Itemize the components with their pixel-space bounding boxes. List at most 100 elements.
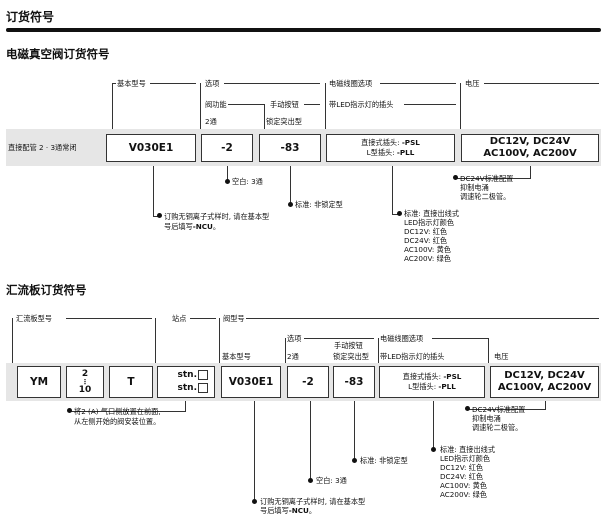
s1-coil-code1: -PSL xyxy=(401,138,420,147)
s2-note-blank: 空白: 3通 xyxy=(316,476,347,485)
s1-dot-opt xyxy=(225,179,230,184)
s2-note-led1: 标准: 直接出线式 xyxy=(440,445,496,454)
s2-label-2way: 2通 xyxy=(287,352,299,361)
s2-note-two1: 将2 (A) 气口侧放置在前面, xyxy=(74,407,161,416)
s1-label-2way: 2通 xyxy=(205,117,217,126)
s1-note-dc1: DC24V标准配置 xyxy=(460,174,514,183)
s1-row-label: 直接配管 2 · 3通常闭 xyxy=(8,143,77,152)
s2-leader-stn xyxy=(185,401,186,411)
s2-dot-opt xyxy=(308,478,313,483)
s1-bracket-manual xyxy=(264,104,265,129)
s2-box-voltage: DC12V, DC24V AC100V, AC200V xyxy=(490,366,599,398)
s1-ncu-c: 。 xyxy=(212,222,221,231)
section1-title: 电磁真空阀订货符号 xyxy=(6,47,110,61)
s2-dot-manual xyxy=(352,458,357,463)
s2-label-basic: 基本型号 xyxy=(222,352,251,361)
s2-leader-manual xyxy=(354,401,355,460)
s1-note-dc2: 抑制电涌 xyxy=(460,183,489,192)
s2-note-led5: AC100V: 黄色 xyxy=(440,481,487,490)
s2-note-led4: DC24V: 红色 xyxy=(440,472,484,481)
s2-bracket-opt xyxy=(285,338,286,363)
s2-leader-opt xyxy=(310,401,311,480)
s2-label-manifold: 汇流板型号 xyxy=(16,314,52,323)
s1-note-dc3: 调速轮二极管。 xyxy=(460,192,511,201)
s1-dot-volt xyxy=(453,175,458,180)
s1-bracket-opt-left xyxy=(200,83,201,129)
s1-line-opt xyxy=(224,83,320,84)
s2-coil-line1: 直接式插头: xyxy=(402,372,444,381)
s1-box-model: V030E1 xyxy=(106,134,196,162)
s2-box-stn: stn. stn. xyxy=(157,366,215,398)
s2-note-dc2: 抑制电涌 xyxy=(472,414,501,423)
s2-dot-coil xyxy=(431,447,436,452)
s1-leader-volt-h xyxy=(456,178,531,179)
s1-note-led3: DC12V: 红色 xyxy=(404,227,448,236)
s2-note-ncu2: 号后填写-NCU。 xyxy=(260,506,316,515)
s2-label-valvemodel: 阀型号 xyxy=(223,314,245,323)
s2-box-t: T xyxy=(109,366,153,398)
s1-label-manual: 手动按钮 xyxy=(270,100,299,109)
s2-coil-line2: L型插头: xyxy=(408,382,439,391)
s2-note-led2: LED指示灯颜色 xyxy=(440,454,491,463)
s1-leader-coil-h xyxy=(392,214,398,215)
s1-ncu-b: -NCU xyxy=(192,222,213,231)
s1-dot-manual xyxy=(288,202,293,207)
s2-stn-checkbox1[interactable] xyxy=(198,369,208,380)
s2-label-voltage: 电压 xyxy=(494,352,509,361)
s1-ncu-a: 号后填写 xyxy=(164,222,193,231)
s1-label-voltage: 电压 xyxy=(465,79,480,88)
s1-leader-coil xyxy=(392,166,393,214)
s2-label-manual1: 手动按钮 xyxy=(334,341,363,350)
s1-line-func xyxy=(228,104,264,105)
s2-stn-line2: stn. xyxy=(178,382,208,395)
s1-box-manual: -83 xyxy=(259,134,321,162)
s2-box-stations: 2 ⋮ 10 xyxy=(66,366,104,398)
s2-ncu-a: 号后填写 xyxy=(260,506,289,515)
page-title: 订货符号 xyxy=(6,10,55,24)
s2-bracket-coil xyxy=(378,338,379,363)
s2-stations-max: 10 xyxy=(78,384,92,395)
s1-line-coil xyxy=(380,83,456,84)
s2-box-option: -2 xyxy=(287,366,329,398)
s2-leader-volt-h xyxy=(468,409,546,410)
s2-note-std: 标准: 非锁定型 xyxy=(360,456,408,465)
s1-label-lock: 锁定突出型 xyxy=(266,117,302,126)
s2-label-station: 站点 xyxy=(172,314,187,323)
s2-line-opt xyxy=(304,338,374,339)
s1-leader-manual xyxy=(290,166,291,204)
s1-volt-line2: AC100V, AC200V xyxy=(483,148,577,159)
s1-line-led xyxy=(404,104,456,105)
s1-dot-coil xyxy=(397,211,402,216)
s1-note-led1: 标准: 直接出线式 xyxy=(404,209,460,218)
s1-label-coil: 电磁线圈选项 xyxy=(329,79,373,88)
s2-coil-code1: -PSL xyxy=(443,372,462,381)
s1-coil-line1: 直接式插头: xyxy=(361,138,402,147)
s2-bracket-manifold xyxy=(12,318,13,363)
s1-note-ncu1: 订购无铜离子式样时, 请在基本型 xyxy=(164,212,270,221)
s2-note-two2: 从左侧开始的阀安装位置。 xyxy=(74,417,161,426)
s1-note-blank: 空白: 3通 xyxy=(232,177,263,186)
s1-bracket-coil-left xyxy=(325,83,326,129)
s2-dot-stn xyxy=(67,408,72,413)
s2-line-station xyxy=(190,318,216,319)
s2-leader-stn-h xyxy=(70,411,186,412)
s1-tick xyxy=(112,83,116,84)
s1-label-option: 选项 xyxy=(205,79,220,88)
s2-label-led: 带LED指示灯的插头 xyxy=(380,352,445,361)
s2-leader-coil xyxy=(433,401,434,449)
s1-box-voltage: DC12V, DC24V AC100V, AC200V xyxy=(461,134,599,162)
s2-box-manual: -83 xyxy=(333,366,375,398)
s2-dot-volt xyxy=(465,406,470,411)
s2-stn-checkbox2[interactable] xyxy=(198,382,208,393)
s2-line-valve xyxy=(246,318,599,319)
s2-volt-line2: AC100V, AC200V xyxy=(497,382,592,393)
s2-line-manifold xyxy=(66,318,152,319)
s2-note-dc3: 调速轮二极管。 xyxy=(472,423,523,432)
s2-line-coil xyxy=(432,338,488,339)
s2-label-option: 选项 xyxy=(287,334,302,343)
s2-box-coil: 直接式插头: -PSL L型插头: -PLL xyxy=(379,366,485,398)
s1-note-led4: DC24V: 红色 xyxy=(404,236,448,245)
s2-dot-model xyxy=(252,499,257,504)
s1-note-led2: LED指示灯颜色 xyxy=(404,218,455,227)
s2-box-model: V030E1 xyxy=(221,366,281,398)
